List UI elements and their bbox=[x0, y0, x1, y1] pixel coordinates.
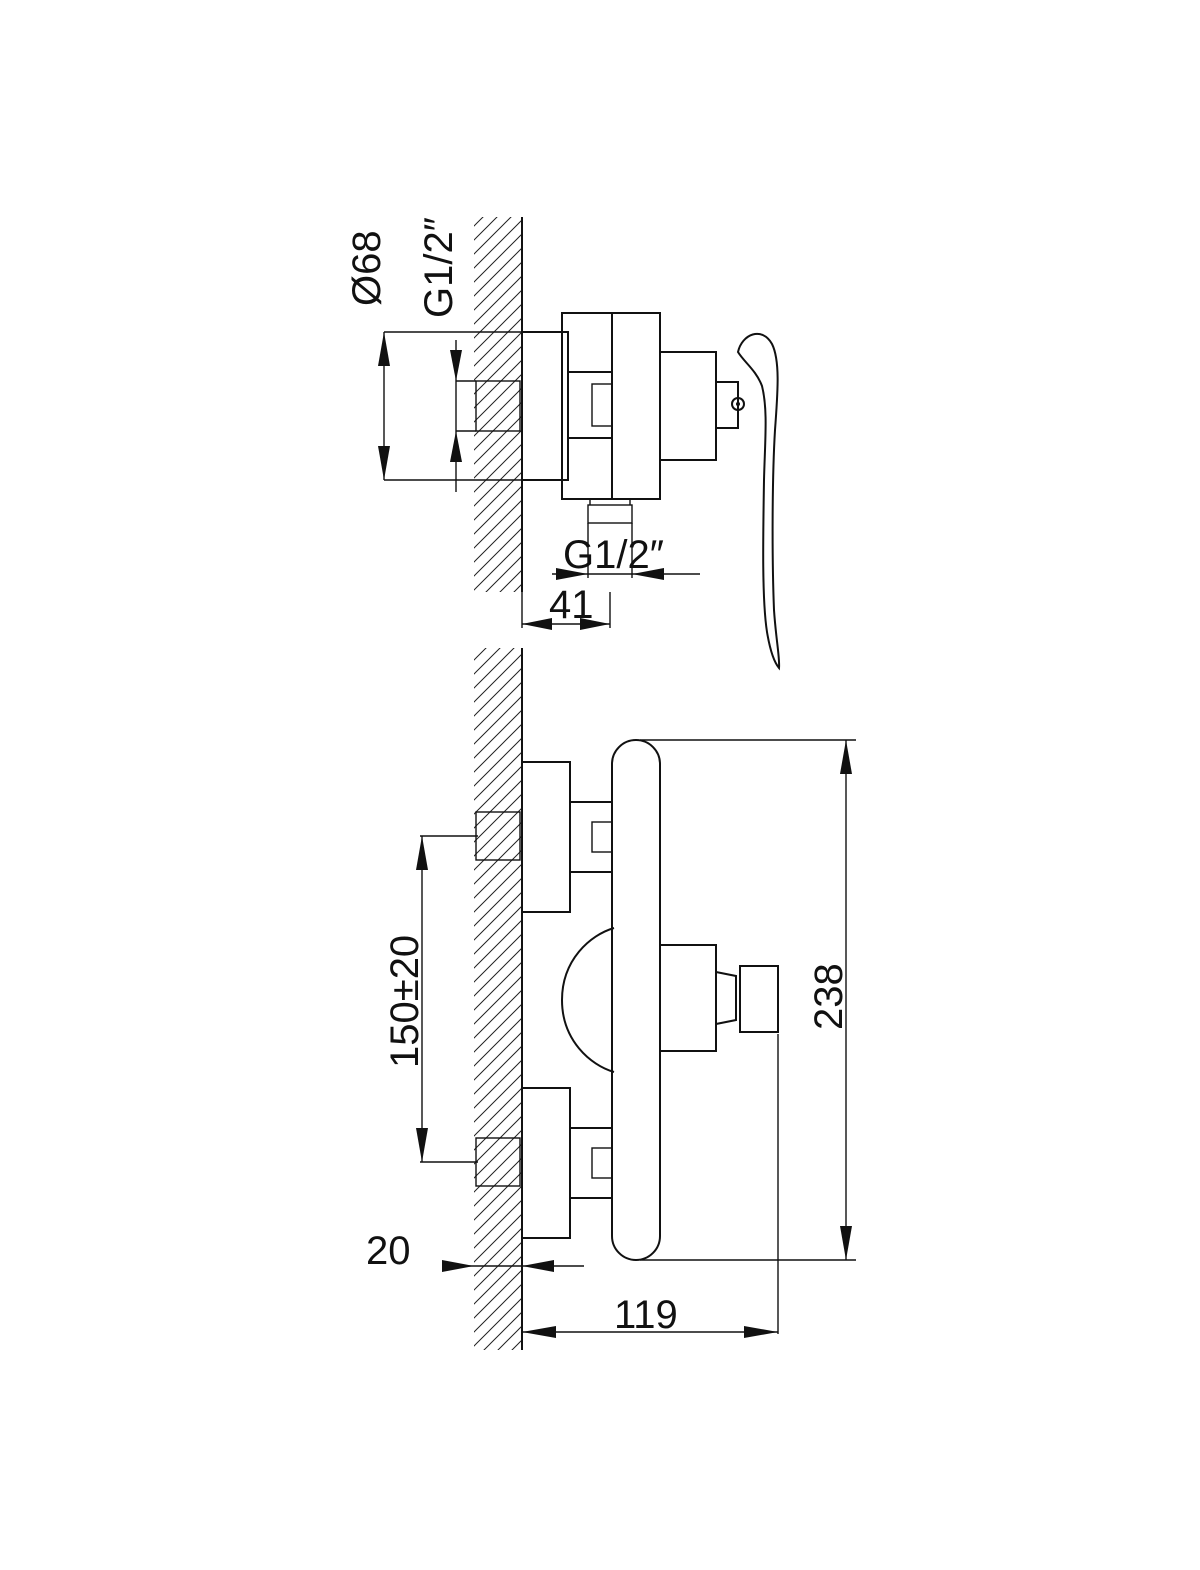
connector-inner bbox=[591, 383, 613, 427]
dim-spacing-label: 150±20 bbox=[383, 935, 427, 1068]
dim-inlet-thread-label: G1/2″ bbox=[417, 217, 461, 318]
dim-diameter-label: Ø68 bbox=[345, 230, 389, 306]
upper-connector bbox=[569, 801, 613, 873]
outlet-thread bbox=[587, 504, 633, 524]
lever-handle bbox=[736, 332, 781, 671]
dim-depth-label: 41 bbox=[549, 583, 594, 627]
mixer-capsule bbox=[611, 739, 661, 1261]
front-cartridge bbox=[659, 944, 717, 1052]
wall-hatch-top bbox=[474, 217, 522, 592]
cartridge-stem bbox=[715, 381, 739, 429]
lever-pivot bbox=[731, 397, 745, 411]
dim-projection-label: 119 bbox=[614, 1293, 678, 1337]
wall-hatch-bottom bbox=[474, 648, 522, 1350]
front-lever bbox=[739, 965, 779, 1033]
lower-escutcheon bbox=[521, 1087, 571, 1239]
lower-connector bbox=[569, 1127, 613, 1199]
dim-height-label: 238 bbox=[807, 963, 851, 1030]
inlet-thread bbox=[475, 380, 521, 432]
upper-escutcheon bbox=[521, 761, 571, 913]
connector bbox=[567, 371, 613, 439]
dim-offset-label: 20 bbox=[366, 1229, 411, 1273]
front-view: 238 150±20 20 119 bbox=[366, 648, 856, 1350]
dim-outlet-thread-label: G1/2″ bbox=[563, 533, 664, 577]
cartridge bbox=[659, 351, 717, 461]
side-view: Ø68 G1/2″ G1/2″ 41 bbox=[345, 217, 781, 671]
mixer-bulge bbox=[560, 927, 615, 1073]
